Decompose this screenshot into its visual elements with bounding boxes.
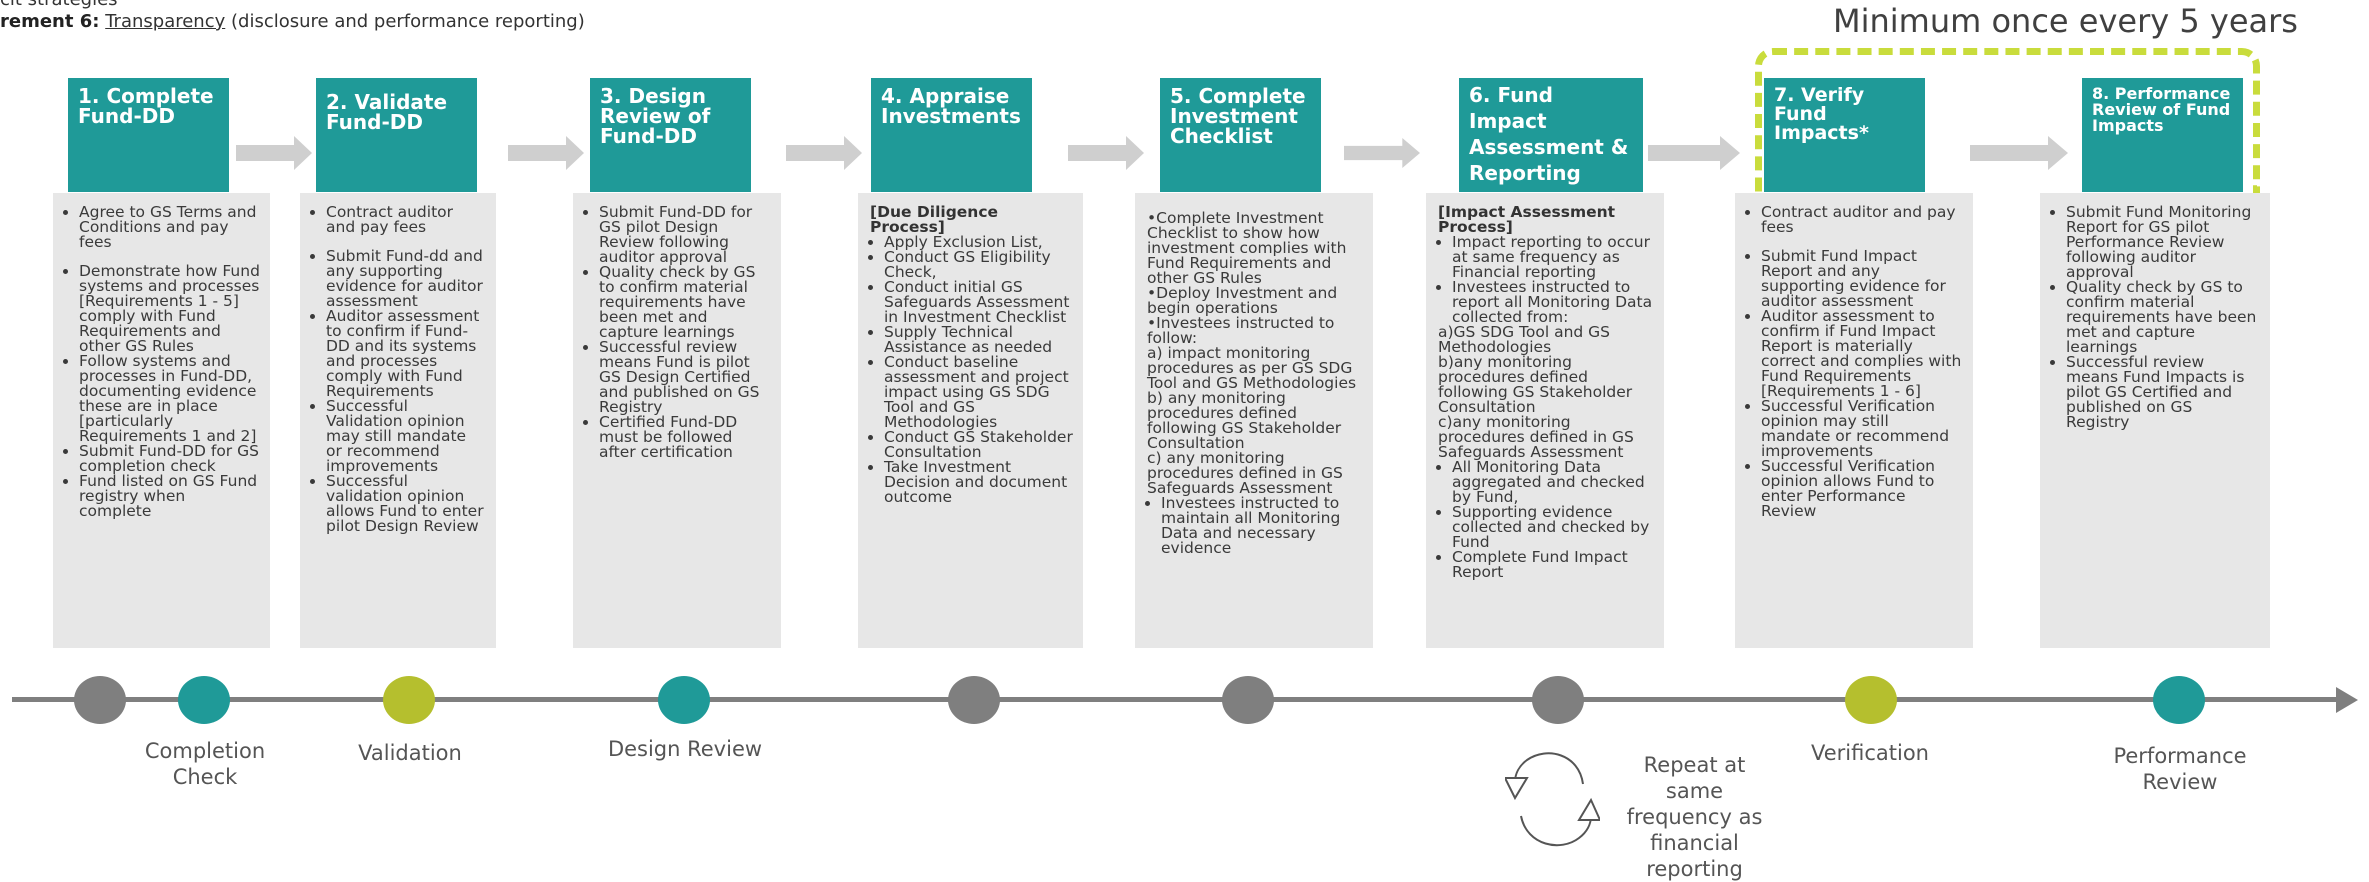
arrow-6-7-icon <box>1648 136 1740 170</box>
step-6-para: b)any monitoring procedures defined foll… <box>1438 353 1633 416</box>
arrow-1-2-icon <box>236 136 312 170</box>
step-6-para: a)GS SDG Tool and GS Methodologies <box>1438 323 1611 356</box>
step-5-header: 5. Complete Investment Checklist <box>1160 78 1321 192</box>
timeline-dot-grey <box>948 676 1000 724</box>
requirement-description: (disclosure and performance reporting) <box>231 11 585 32</box>
step-7-item: Auditor assessment to confirm if Fund Im… <box>1761 308 1963 399</box>
step-8-header: 8. Performance Review of Fund Impacts <box>2082 78 2243 192</box>
timeline-dot-grey <box>74 676 126 724</box>
step-4-item: Supply Technical Assistance as needed <box>884 324 1073 355</box>
step-2-item: Successful validation opinion allows Fun… <box>326 473 486 534</box>
step-7-item: Successful Verification opinion allows F… <box>1761 458 1963 519</box>
step-2-item: Contract auditor and pay fees <box>326 204 486 235</box>
requirement-name: Transparency <box>105 11 226 32</box>
step-1-item: Submit Fund-DD for GS completion check <box>79 443 260 474</box>
step-4-item: Conduct baseline assessment and project … <box>884 354 1073 430</box>
repeat-cycle-icon <box>1505 752 1600 847</box>
step-6-box: [Impact Assessment Process] Impact repor… <box>1426 193 1664 648</box>
milestone-label: Design Review <box>607 737 763 761</box>
timeline-arrowhead-icon <box>2336 687 2358 713</box>
arrow-3-4-icon <box>786 136 862 170</box>
milestone-label: Validation <box>358 741 462 765</box>
timeline-dot-performance-review <box>2153 676 2205 724</box>
arrow-4-5-icon <box>1068 136 1144 170</box>
step-3-item: Submit Fund-DD for GS pilot Design Revie… <box>599 204 771 265</box>
step-7-item: Submit Fund Impact Report and any suppor… <box>1761 248 1963 309</box>
header-requirement: rement 6: Transparency (disclosure and p… <box>0 11 585 32</box>
timeline-dot-grey <box>1532 676 1584 724</box>
step-1-item: Agree to GS Terms and Conditions and pay… <box>79 204 260 250</box>
step-8-item: Successful review means Fund Impacts is … <box>2066 354 2260 430</box>
timeline-dot-grey <box>1222 676 1274 724</box>
step-2-item: Auditor assessment to confirm if Fund-DD… <box>326 308 486 399</box>
step-3-item: Successful review means Fund is pilot GS… <box>599 339 771 415</box>
step-7-item: Contract auditor and pay fees <box>1761 204 1963 235</box>
step-5-para: •Complete Investment Checklist to show h… <box>1147 209 1347 287</box>
step-5-para: •Investees instructed to follow: <box>1147 314 1335 347</box>
step-1-header: 1. Complete Fund-DD <box>68 78 229 192</box>
timeline-dot-design-review <box>658 676 710 724</box>
step-6-item: Supporting evidence collected and checke… <box>1452 504 1654 550</box>
step-1-box: Agree to GS Terms and Conditions and pay… <box>53 193 270 648</box>
step-4-heading: [Due Diligence Process] <box>870 203 999 236</box>
step-2-box: Contract auditor and pay fees Submit Fun… <box>300 193 496 648</box>
step-7-box: Contract auditor and pay fees Submit Fun… <box>1735 193 1973 648</box>
step-4-item: Conduct GS Stakeholder Consultation <box>884 429 1073 460</box>
step-3-item: Quality check by GS to confirm material … <box>599 264 771 340</box>
timeline-dot-validation <box>383 676 435 724</box>
arrow-5-6-icon <box>1344 137 1420 169</box>
step-8-box: Submit Fund Monitoring Report for GS pil… <box>2040 193 2270 648</box>
arrow-2-3-icon <box>508 136 584 170</box>
step-4-item: Conduct initial GS Safeguards Assessment… <box>884 279 1073 325</box>
step-6-item: Impact reporting to occur at same freque… <box>1452 234 1654 280</box>
step-1-item: Demonstrate how Fund systems and process… <box>79 263 260 354</box>
step-3-item: Certified Fund-DD must be followed after… <box>599 414 771 460</box>
step-7-item: Successful Verification opinion may stil… <box>1761 398 1963 459</box>
step-6-item: All Monitoring Data aggregated and check… <box>1452 459 1654 505</box>
step-2-header: 2. Validate Fund-DD <box>316 78 477 192</box>
step-4-header: 4. Appraise Investments <box>871 78 1032 192</box>
step-8-item: Quality check by GS to confirm material … <box>2066 279 2260 355</box>
milestone-label: Performance Review <box>2113 744 2247 794</box>
step-5-para: b) any monitoring procedures defined fol… <box>1147 389 1342 452</box>
step-2-item: Submit Fund-dd and any supporting eviden… <box>326 248 486 309</box>
step-3-header: 3. Design Review of Fund-DD <box>590 78 751 192</box>
step-6-para: c)any monitoring procedures defined in G… <box>1438 413 1634 461</box>
step-4-item: Take Investment Decision and document ou… <box>884 459 1073 505</box>
frequency-note: Minimum once every 5 years <box>1833 2 2298 40</box>
step-4-item: Conduct GS Eligibility Check, <box>884 249 1073 280</box>
step-6-item: Complete Fund Impact Report <box>1452 549 1654 580</box>
step-6-item: Investees instructed to report all Monit… <box>1452 279 1654 325</box>
timeline-dot-verification <box>1845 676 1897 724</box>
timeline-dot-completion <box>178 676 230 724</box>
step-6-heading: [Impact Assessment Process] <box>1438 203 1616 236</box>
step-1-item: Follow systems and processes in Fund-DD,… <box>79 353 260 444</box>
step-5-para: a) impact monitoring procedures as per G… <box>1147 344 1357 392</box>
milestone-label: Completion Check <box>144 739 266 789</box>
step-7-header: 7. Verify Fund Impacts* <box>1764 78 1925 192</box>
step-5-para: c) any monitoring procedures defined in … <box>1147 449 1343 497</box>
step-6-header: 6. Fund Impact Assessment & Reporting <box>1459 78 1643 192</box>
step-4-item: Apply Exclusion List, <box>884 234 1073 250</box>
header-strategies: cit strategies <box>0 0 118 10</box>
milestone-label: Verification <box>1811 741 1929 765</box>
step-5-para: •Deploy Investment and begin operations <box>1147 284 1338 317</box>
requirement-prefix: rement 6: <box>0 11 100 32</box>
arrow-7-8-icon <box>1970 136 2068 170</box>
step-5-item: Investees instructed to maintain all Mon… <box>1161 495 1363 556</box>
periodic-bracket <box>1755 48 2260 193</box>
step-4-box: [Due Diligence Process] Apply Exclusion … <box>858 193 1083 648</box>
timeline-line <box>12 697 2342 702</box>
step-1-item: Fund listed on GS Fund registry when com… <box>79 473 260 519</box>
step-5-box: •Complete Investment Checklist to show h… <box>1135 193 1373 648</box>
repeat-note: Repeat at same frequency as financial re… <box>1626 753 1763 881</box>
step-2-item: Successful Validation opinion may still … <box>326 398 486 474</box>
step-8-item: Submit Fund Monitoring Report for GS pil… <box>2066 204 2260 280</box>
step-3-box: Submit Fund-DD for GS pilot Design Revie… <box>573 193 781 648</box>
